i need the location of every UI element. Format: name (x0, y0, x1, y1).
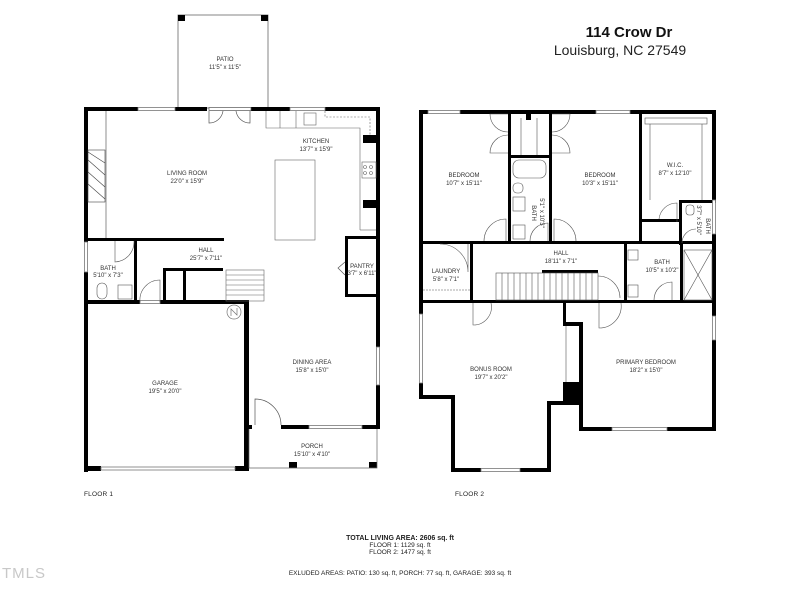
svg-text:22'0" x 15'9": 22'0" x 15'9" (171, 179, 204, 185)
room-label-bath: BATH (100, 266, 116, 272)
svg-text:18'11" x 7'1": 18'11" x 7'1" (545, 259, 577, 265)
svg-text:5'10" x 7'3": 5'10" x 7'3" (93, 273, 123, 279)
room-label-hall-2: HALL (553, 251, 569, 257)
svg-text:13'7" x 15'9": 13'7" x 15'9" (300, 147, 333, 153)
floor-1-area: FLOOR 1: 1129 sq. ft (369, 542, 431, 549)
property-address: 114 Crow Dr Louisburg, NC 27549 (520, 24, 720, 59)
svg-text:15'10" x 4'10": 15'10" x 4'10" (294, 452, 330, 458)
floor-2-label: FLOOR 2 (455, 491, 485, 498)
room-label-living-room: LIVING ROOM (167, 171, 207, 177)
room-label-wic: W.I.C. (667, 163, 684, 169)
room-label-bath-wic: BATH (704, 218, 710, 234)
room-label-patio: PATIO (216, 57, 233, 63)
floor-2-area: FLOOR 2: 1477 sq. ft (369, 549, 431, 556)
floor-1-walls (84, 107, 380, 472)
room-label-bedroom-1: BEDROOM (448, 173, 479, 179)
excluded-areas: EXLUDED AREAS: PATIO: 130 sq. ft, PORCH:… (288, 570, 512, 577)
svg-text:19'5" x 20'0": 19'5" x 20'0" (149, 389, 182, 395)
svg-text:3'7" x 5'10": 3'7" x 5'10" (695, 205, 701, 235)
svg-text:15'8" x 15'0": 15'8" x 15'0" (296, 368, 329, 374)
svg-text:19'7" x 20'2": 19'7" x 20'2" (475, 375, 508, 381)
floor-2-plan: BEDROOM 10'7" x 15'11" BATH 5'1" x 10'3"… (419, 110, 716, 472)
north-arrow-icon (226, 304, 242, 320)
room-label-bonus-room: BONUS ROOM (470, 367, 512, 373)
svg-text:10'7" x 15'11": 10'7" x 15'11" (446, 181, 482, 187)
svg-text:3'7" x 6'11": 3'7" x 6'11" (347, 271, 376, 277)
room-label-porch: PORCH (301, 444, 323, 450)
room-label-kitchen: KITCHEN (303, 139, 329, 145)
mls-watermark: TMLS (2, 565, 47, 582)
address-city: Louisburg, NC 27549 (553, 42, 687, 58)
floor-1-plan: PATIO 11'5" x 11'5" LIVING ROOM 22'0" x … (84, 14, 380, 472)
room-label-laundry: LAUNDRY (432, 269, 461, 275)
room-label-garage: GARAGE (152, 381, 178, 387)
svg-text:8'7" x 12'10": 8'7" x 12'10" (659, 171, 692, 177)
svg-text:5'1" x 10'3": 5'1" x 10'3" (538, 198, 544, 228)
room-label-hall: HALL (198, 248, 214, 254)
room-label-primary-bedroom: PRIMARY BEDROOM (616, 360, 676, 366)
room-label-bath-primary: BATH (654, 260, 670, 266)
svg-text:25'7" x 7'11": 25'7" x 7'11" (190, 256, 222, 262)
floor-2-walls (419, 110, 716, 472)
svg-text:5'8" x 7'1": 5'8" x 7'1" (433, 277, 459, 283)
svg-text:10'5" x 10'2": 10'5" x 10'2" (646, 268, 679, 274)
svg-text:10'3" x 15'11": 10'3" x 15'11" (582, 181, 618, 187)
total-living-area: TOTAL LIVING AREA: 2606 sq. ft (346, 535, 454, 542)
area-summary: TOTAL LIVING AREA: 2606 sq. ft FLOOR 1: … (0, 535, 800, 556)
svg-text:18'2" x 15'0": 18'2" x 15'0" (630, 368, 663, 374)
room-label-bedroom-2: BEDROOM (584, 173, 615, 179)
floor-1-label: FLOOR 1 (84, 491, 114, 498)
room-label-dining-area: DINING AREA (293, 360, 332, 366)
svg-text:11'5" x 11'5": 11'5" x 11'5" (209, 65, 241, 71)
address-street: 114 Crow Dr (585, 24, 673, 41)
room-label-pantry: PANTRY (350, 264, 374, 270)
room-label-bath-hall: BATH (530, 205, 536, 221)
